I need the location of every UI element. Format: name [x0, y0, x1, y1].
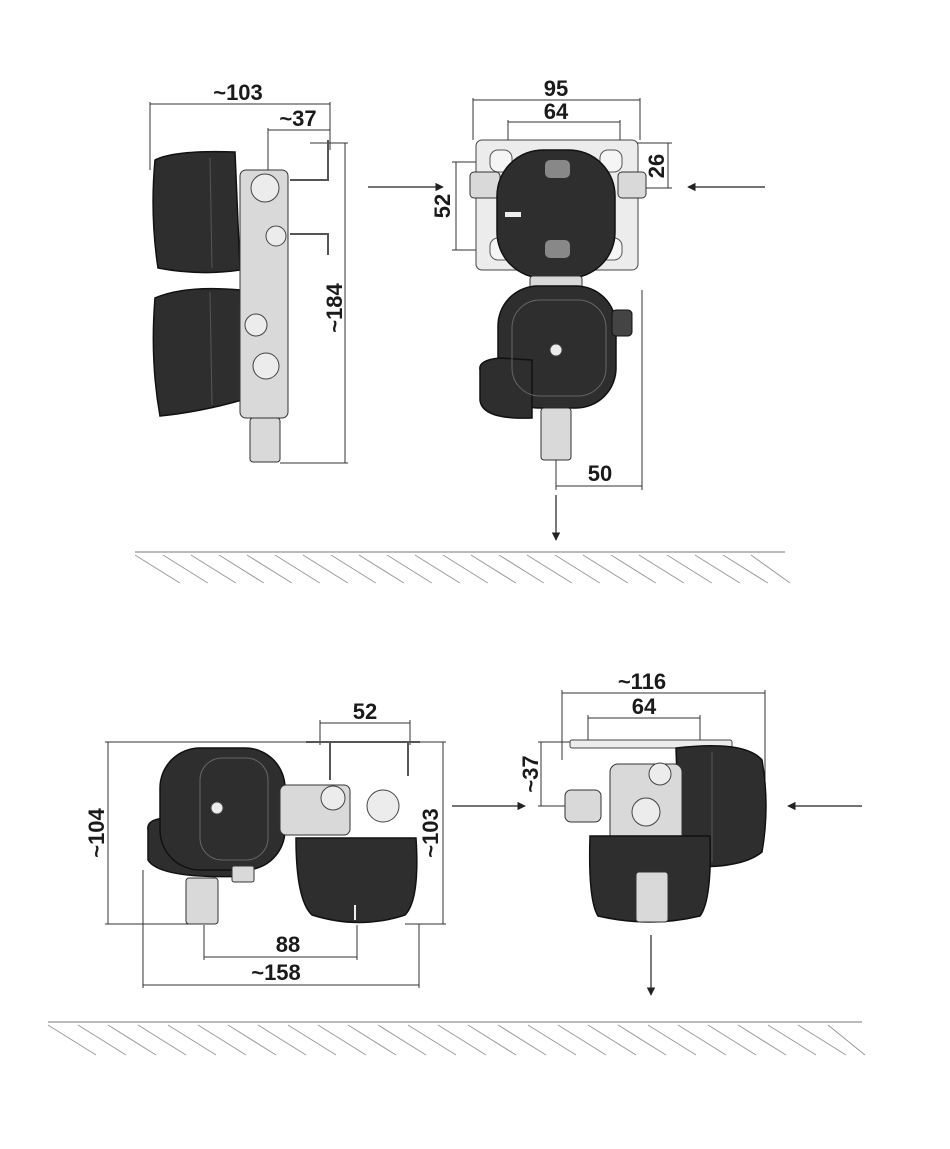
floor-hatch-line [191, 555, 236, 583]
floor-hatch-line [219, 555, 264, 583]
floor-hatch-line [378, 1025, 426, 1055]
dim-front-bottom-right-height: ~103 [418, 808, 443, 858]
floor-hatch-line [108, 1025, 156, 1055]
floor-hatch-line [738, 1025, 786, 1055]
floor-hatch-line [768, 1025, 816, 1055]
floor-hatch-line [667, 555, 712, 583]
port-upper [251, 174, 279, 202]
floor-hatch-line [198, 1025, 246, 1055]
dim-side-bottom-holes: 64 [632, 694, 657, 719]
port-lower-a [245, 314, 267, 336]
floor-hatch-line [499, 555, 544, 583]
floor-hatch-line [498, 1025, 546, 1055]
floor-hatch-line [438, 1025, 486, 1055]
outlet-fitting [250, 418, 280, 462]
floor-hatch-line [258, 1025, 306, 1055]
floor-hatch-line [828, 1025, 865, 1055]
floor-hatch-line [288, 1025, 336, 1055]
dim-front-top-hole-offset: 26 [644, 154, 669, 178]
front-view-top: 95 64 26 52 50 [368, 76, 765, 540]
outlet-fitting-front [541, 408, 571, 460]
floor-hatch-line [168, 1025, 216, 1055]
floor-bottom [48, 1022, 865, 1055]
dim-side-bottom-height: ~37 [518, 755, 543, 792]
front-view-bottom: 52 ~104 ~103 88 ~158 [84, 699, 525, 988]
filter-housing-upper [153, 152, 240, 273]
dim-front-bottom-left-height: ~104 [84, 807, 109, 857]
floor-hatch-line [78, 1025, 126, 1055]
floor-hatch-line [618, 1025, 666, 1055]
floor-hatch-line [48, 1025, 96, 1055]
drain-housing [480, 358, 532, 418]
floor-hatch-line [415, 555, 460, 583]
inlet-port-side [565, 790, 601, 822]
mounting-bracket [290, 140, 328, 255]
floor-hatch-line [528, 1025, 576, 1055]
floor-hatch-line [228, 1025, 276, 1055]
port-lower-b [253, 353, 279, 379]
floor-hatch-line [751, 555, 790, 583]
dim-front-top-outlet: 50 [588, 461, 612, 486]
dim-front-top-holes: 64 [544, 99, 569, 124]
floor-hatch-line [348, 1025, 396, 1055]
floor-hatch-line [588, 1025, 636, 1055]
side-port-right [618, 172, 646, 198]
floor-hatch-line [471, 555, 516, 583]
dim-front-bottom-outlet: 88 [276, 932, 300, 957]
dim-front-top-bracket: 52 [430, 194, 455, 218]
floor-hatch-line [135, 555, 180, 583]
floor-hatch-line [527, 555, 572, 583]
floor-hatch-line [555, 555, 600, 583]
floor-hatch-line [138, 1025, 186, 1055]
filter-bowl-bottom [296, 838, 417, 923]
valve-body [240, 170, 288, 418]
floor-hatch-line [648, 1025, 696, 1055]
floor-hatch-line [387, 555, 432, 583]
floor-top [135, 552, 790, 583]
floor-hatch-line [695, 555, 740, 583]
dim-front-bottom-total: ~158 [251, 960, 301, 985]
floor-hatch-line [408, 1025, 456, 1055]
floor-hatch-line [708, 1025, 756, 1055]
floor-hatch-line [163, 555, 208, 583]
floor-hatch-line [468, 1025, 516, 1055]
dim-side-top-offset: ~37 [279, 106, 316, 131]
floor-hatch-line [639, 555, 684, 583]
dim-front-top-width: 95 [544, 76, 568, 101]
floor-hatch-line [583, 555, 628, 583]
floor-hatch-line [678, 1025, 726, 1055]
filter-housing-lower [153, 289, 242, 416]
floor-hatch-line [359, 555, 404, 583]
floor-hatch-line [443, 555, 488, 583]
floor-hatch-line [723, 555, 768, 583]
floor-hatch-line [247, 555, 292, 583]
floor-hatch-line [558, 1025, 606, 1055]
dim-side-bottom-width: ~116 [618, 669, 666, 694]
side-view-bottom: ~116 64 ~37 [518, 669, 862, 995]
floor-hatch-line [275, 555, 320, 583]
floor-hatch-line [318, 1025, 366, 1055]
dim-side-top-height: ~184 [322, 282, 347, 332]
floor-hatch-line [303, 555, 348, 583]
dim-front-bottom-bracket: 52 [353, 699, 377, 724]
floor-hatch-line [331, 555, 376, 583]
port-middle [266, 226, 286, 246]
side-port-left [470, 172, 500, 198]
dim-side-top-width: ~103 [213, 80, 263, 105]
side-view-top: ~103 ~37 ~184 [150, 80, 348, 463]
outlet-fitting-side [636, 872, 668, 922]
floor-hatch-line [611, 555, 656, 583]
outlet-fitting-bottom [186, 878, 218, 924]
floor-hatch-line [798, 1025, 846, 1055]
